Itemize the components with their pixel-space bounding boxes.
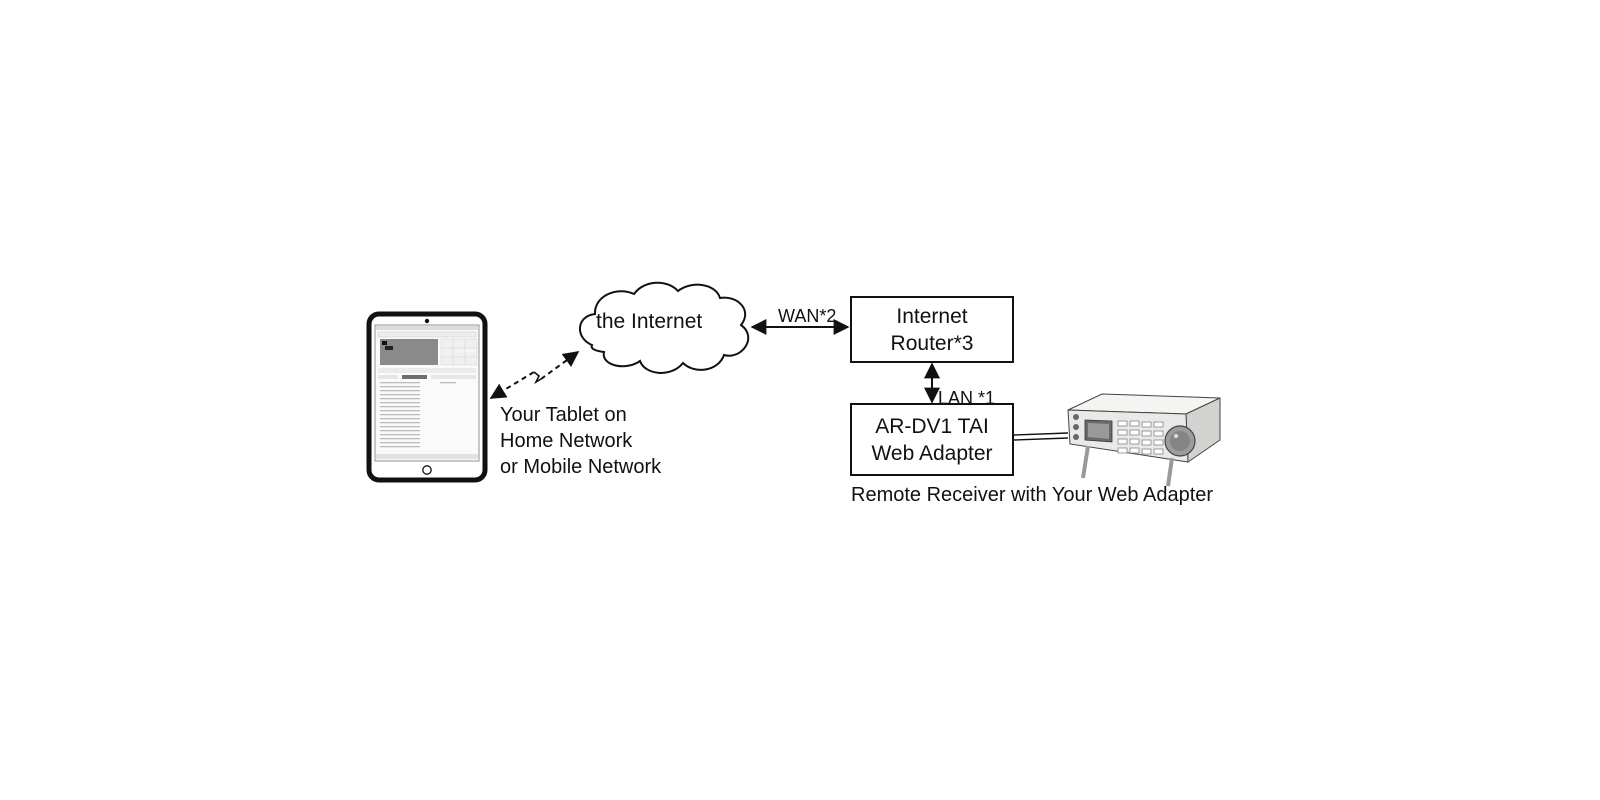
adapter-label-line1: AR-DV1 TAI [875, 414, 989, 438]
tablet-caption-line3: or Mobile Network [500, 456, 662, 478]
internet-router-box: Internet Router*3 [850, 296, 1014, 363]
lan-label: LAN *1 [938, 388, 996, 408]
web-adapter-box: AR-DV1 TAI Web Adapter [850, 403, 1014, 476]
tablet-caption-line2: Home Network [500, 430, 633, 452]
receiver-keypad [1117, 420, 1164, 455]
tablet-screen [374, 324, 480, 462]
router-label-line1: Internet [896, 304, 968, 328]
tablet-frequency-readout: 439.00000 [457, 348, 477, 353]
receiver-caption: Remote Receiver with Your Web Adapter [851, 484, 1214, 506]
receiver-device-icon [1067, 393, 1221, 487]
wan-label: WAN*2 [778, 306, 837, 326]
internet-cloud-icon [579, 281, 750, 374]
tablet-caption: Your Tablet on Home Network or Mobile Ne… [500, 402, 661, 480]
internet-cloud-label: the Internet [596, 310, 703, 333]
tablet-log-rows [380, 382, 456, 448]
router-label-line2: Router*3 [890, 331, 974, 355]
adapter-label-line2: Web Adapter [871, 441, 993, 465]
tablet-icon: 439.00000 [366, 311, 488, 483]
tablet-caption-line1: Your Tablet on [500, 404, 627, 426]
wireless-link [489, 351, 580, 399]
adapter-receiver-cable [1013, 432, 1069, 441]
